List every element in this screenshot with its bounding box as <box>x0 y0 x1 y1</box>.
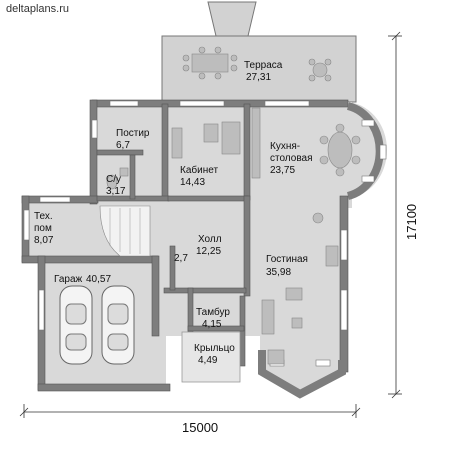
hall-name: Холл <box>198 234 222 245</box>
width-label: 15000 <box>182 420 218 435</box>
tech-name-line1: Тех. <box>34 211 53 222</box>
office-area: 14,43 <box>180 177 205 188</box>
garage-cars <box>59 285 135 365</box>
terrace-name: Терраса <box>244 60 283 71</box>
terrace <box>161 1 357 103</box>
porch-name: Крыльцо <box>194 343 235 354</box>
dimension-width: 15000 <box>19 404 361 435</box>
kitchen-name-line2: столовая <box>270 153 313 164</box>
wc-area: 3,17 <box>106 186 126 197</box>
tech-area: 8,07 <box>34 235 54 246</box>
room-labels: Терраса 27,31 Постир 6,7 Кабинет 14,43 К… <box>34 60 313 366</box>
office-name: Кабинет <box>180 164 218 176</box>
garage-name: Гараж <box>54 274 83 285</box>
dimension-height: 17100 <box>388 31 419 399</box>
laundry-name: Постир <box>116 128 150 139</box>
laundry-area: 6,7 <box>116 140 130 151</box>
porch-area-label: 4,49 <box>198 355 218 366</box>
tech-name-line2: пом <box>34 223 52 234</box>
kitchen-area: 23,75 <box>270 165 295 176</box>
hall-area: 12,25 <box>196 246 221 257</box>
vestibule-name: Тамбур <box>196 306 230 318</box>
site-watermark: deltaplans.ru <box>6 3 69 15</box>
wc-name: С/у <box>106 174 121 185</box>
terrace-area: 27,31 <box>246 72 271 83</box>
living-name: Гостиная <box>266 254 308 265</box>
garage-area: 40,57 <box>86 274 111 285</box>
porch-area <box>181 331 241 383</box>
furniture <box>99 107 361 365</box>
height-label: 17100 <box>404 204 419 240</box>
closet-area: 2,7 <box>174 253 188 264</box>
kitchen-name-line1: Кухня- <box>270 141 300 152</box>
living-area: 35,98 <box>266 267 291 278</box>
vestibule-area: 4,15 <box>202 319 222 330</box>
